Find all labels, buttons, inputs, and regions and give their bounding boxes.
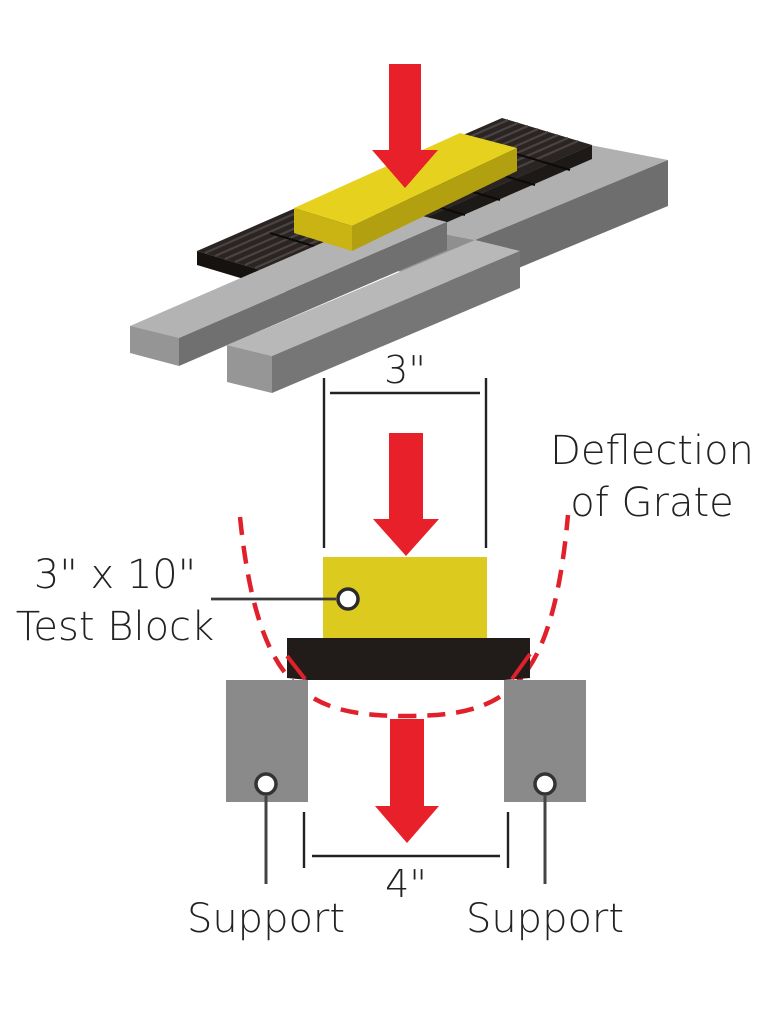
section-test-setup: 3"	[16, 348, 754, 942]
top-dimension: 3"	[322, 348, 488, 548]
deflection-curve	[237, 514, 571, 719]
grate-deflection-left	[285, 654, 307, 681]
isometric-test-setup	[130, 64, 668, 393]
reaction-arrow	[375, 719, 439, 843]
bottom-dimension-label: 4"	[385, 862, 427, 906]
deflection-label-line1: Deflection	[550, 428, 754, 474]
support-right-label: Support	[466, 896, 624, 942]
support-left-callout	[254, 772, 278, 884]
grate-section	[287, 638, 530, 680]
top-dimension-label: 3"	[384, 348, 426, 392]
test-block-label-line1: 3" x 10"	[34, 552, 196, 598]
test-block-callout	[211, 587, 360, 611]
grate-deflection-right	[510, 652, 532, 681]
deflection-label-line2: of Grate	[570, 480, 734, 526]
iso-support-rail-front-2	[227, 240, 520, 393]
support-left-label: Support	[187, 896, 345, 942]
support-right-callout	[533, 772, 557, 884]
test-block-label-line2: Test Block	[16, 604, 214, 650]
load-arrow	[373, 433, 439, 556]
iso-load-arrow	[372, 64, 438, 188]
bottom-dimension: 4"	[302, 812, 510, 906]
